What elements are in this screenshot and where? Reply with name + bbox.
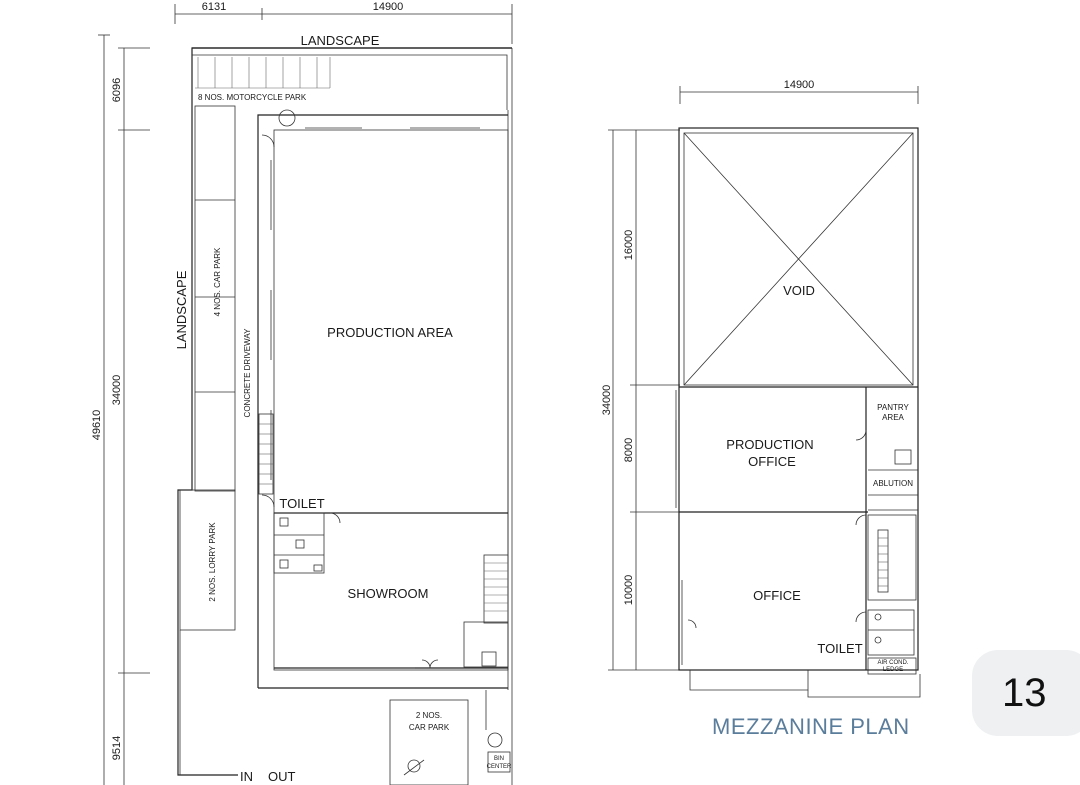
site-boundary <box>177 47 513 785</box>
showroom-label: SHOWROOM <box>348 586 429 601</box>
lorry-park-label: 2 NOS. LORRY PARK <box>208 522 217 602</box>
void-label: VOID <box>783 283 815 298</box>
mezzanine-plan: 14900 34000 16000 8000 10000 <box>601 79 921 698</box>
in-label: IN <box>240 769 253 784</box>
production-office-label-2: OFFICE <box>748 454 796 469</box>
air-cond-label-1: AIR COND. <box>877 660 908 666</box>
out-label: OUT <box>268 769 296 784</box>
dim-34000-left: 34000 <box>111 375 123 406</box>
production-area-label: PRODUCTION AREA <box>327 325 453 340</box>
ground-floor-plan: 6131 14900 49610 6096 34000 9514 <box>91 1 513 785</box>
mezz-dim-8000: 8000 <box>623 438 635 462</box>
mezz-dim-16000: 16000 <box>623 230 635 261</box>
dim-9514: 9514 <box>111 736 123 760</box>
landscape-side-label: LANDSCAPE <box>174 270 189 349</box>
mezzanine-plan-title: MEZZANINE PLAN <box>712 714 910 739</box>
pantry-label-2: AREA <box>882 413 904 422</box>
bin-center-label-2: CENTER <box>487 764 512 770</box>
ground-toilet-block <box>273 512 325 574</box>
production-office-label-1: PRODUCTION <box>726 437 813 452</box>
office-label: OFFICE <box>753 588 801 603</box>
wheelchair-icon <box>407 759 421 773</box>
mezzanine-left-dimensions: 34000 16000 8000 10000 <box>601 129 680 671</box>
left-dimensions: 49610 6096 34000 9514 <box>91 34 150 785</box>
motorcycle-park-label: 8 NOS. MOTORCYCLE PARK <box>198 93 307 102</box>
bin-center: BIN CENTER <box>485 690 512 773</box>
mezzanine-toilet-label: TOILET <box>817 641 862 656</box>
mezzanine-top-dimension: 14900 <box>679 79 919 104</box>
front-car-park-label-2: CAR PARK <box>409 723 450 732</box>
motorcycle-park-stalls <box>195 57 331 89</box>
car-park-label: 4 NOS. CAR PARK <box>213 247 222 316</box>
pantry-label-1: PANTRY <box>877 403 909 412</box>
ablution-label: ABLUTION <box>873 479 913 488</box>
page-number-badge: 13 <box>972 650 1080 736</box>
concrete-driveway-label: CONCRETE DRIVEWAY <box>243 328 252 418</box>
dim-49610: 49610 <box>91 410 103 441</box>
ground-staircase <box>463 554 509 668</box>
ground-toilet-label: TOILET <box>279 496 324 511</box>
air-cond-label-2: LEDGE <box>883 667 903 673</box>
front-car-park: 2 NOS. CAR PARK <box>389 699 469 785</box>
dim-14900-top: 14900 <box>373 1 404 13</box>
mezzanine-walls <box>675 127 921 698</box>
bin-center-label-1: BIN <box>494 756 504 762</box>
top-dimension: 6131 14900 <box>174 1 513 44</box>
dim-6096: 6096 <box>111 78 123 102</box>
dim-6131: 6131 <box>202 1 226 13</box>
mezz-dim-14900: 14900 <box>784 79 815 91</box>
front-car-park-label-1: 2 NOS. <box>416 711 442 720</box>
car-park-strip <box>179 105 236 775</box>
mezz-dim-34000: 34000 <box>601 385 613 416</box>
building-outline <box>257 109 509 689</box>
mezz-dim-10000: 10000 <box>623 575 635 606</box>
landscape-top-label: LANDSCAPE <box>301 33 380 48</box>
